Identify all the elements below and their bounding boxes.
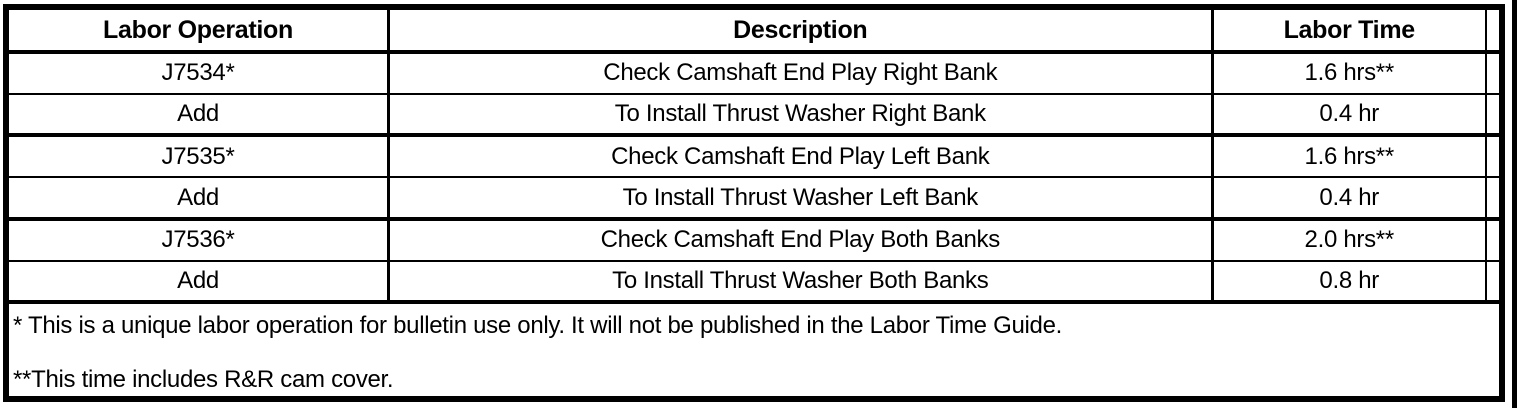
table-row-add-left-bank: Add To Install Thrust Washer Left Bank 0… [6,177,1502,221]
column-header-description: Description [387,7,1213,54]
table-row-add-right-bank: Add To Install Thrust Washer Right Bank … [6,93,1502,138]
footnote-unique-labor-operation: * This is a unique labor operation for b… [13,312,1062,340]
description-cell: Check Camshaft End Play Both Banks [387,218,1213,262]
labor-time-table: Labor Operation Description Labor Time J… [3,4,1505,402]
description-cell: Check Camshaft End Play Right Bank [387,52,1213,95]
labor-operation-cell: Add [6,177,389,221]
labor-operation-cell: Add [6,260,389,305]
table-row-add-both-banks: Add To Install Thrust Washer Both Banks … [6,260,1502,305]
table-row-j7534: J7534* Check Camshaft End Play Right Ban… [6,52,1502,95]
spacer-column-header [1484,7,1502,54]
column-header-labor-time: Labor Time [1210,7,1486,54]
description-cell: Check Camshaft End Play Left Bank [387,135,1213,179]
labor-time-cell: 0.8 hr [1210,260,1486,305]
labor-time-cell: 1.6 hrs** [1210,135,1486,179]
spacer-cell [1484,52,1502,95]
footnote-time-includes-rr-cam-cover: **This time includes R&R cam cover. [13,366,394,394]
spacer-cell [1484,177,1502,221]
table-row-j7535: J7535* Check Camshaft End Play Left Bank… [6,135,1502,179]
labor-time-cell: 1.6 hrs** [1210,52,1486,95]
labor-operation-cell: Add [6,93,389,138]
labor-operation-cell: J7536* [6,218,389,262]
labor-operation-cell: J7534* [6,52,389,95]
spacer-cell [1484,260,1502,305]
spacer-cell [1484,93,1502,138]
page-edge-line [1512,0,1517,408]
footnotes-row: * This is a unique labor operation for b… [6,302,1502,399]
spacer-cell [1484,135,1502,179]
description-cell: To Install Thrust Washer Right Bank [387,93,1213,138]
labor-time-cell: 0.4 hr [1210,93,1486,138]
table-header-row: Labor Operation Description Labor Time [6,7,1502,54]
labor-operation-cell: J7535* [6,135,389,179]
footnotes-cell: * This is a unique labor operation for b… [6,302,1502,399]
table-row-j7536: J7536* Check Camshaft End Play Both Bank… [6,218,1502,262]
description-cell: To Install Thrust Washer Both Banks [387,260,1213,305]
column-header-labor-operation: Labor Operation [6,7,389,54]
description-cell: To Install Thrust Washer Left Bank [387,177,1213,221]
labor-time-cell: 2.0 hrs** [1210,218,1486,262]
spacer-cell [1484,218,1502,262]
labor-time-cell: 0.4 hr [1210,177,1486,221]
